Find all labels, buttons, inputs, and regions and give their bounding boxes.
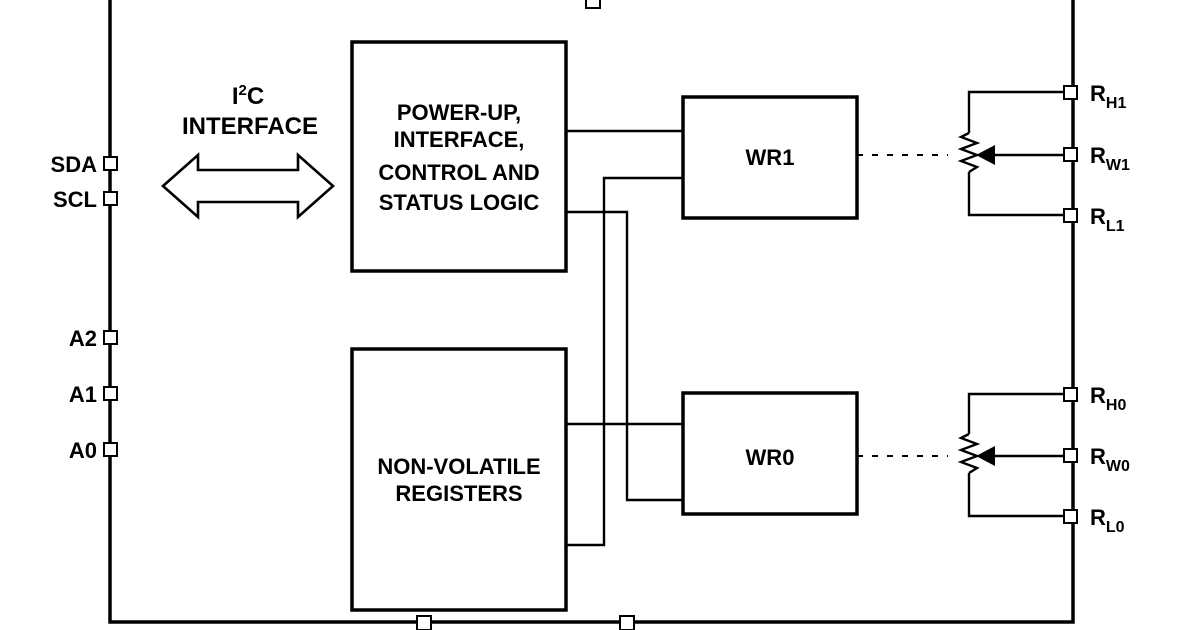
bidirectional-arrow-icon [161, 152, 335, 220]
pin-box [1063, 208, 1078, 223]
pin-box [1063, 448, 1078, 463]
left-pin-scl: SCL [53, 187, 118, 212]
nvram-block-line-2: REGISTERS [395, 481, 522, 506]
potentiometer-1 [957, 90, 1064, 217]
left-pin-a1: A1 [69, 382, 118, 407]
bottom-pin-2 [619, 615, 635, 630]
pin-label-scl: SCL [53, 187, 97, 212]
right-pin-rl1: RL1 [1063, 204, 1125, 235]
pin-box [103, 191, 118, 206]
control-block-line-3: CONTROL AND [378, 160, 539, 185]
right-pin-rw0: RW0 [1063, 444, 1130, 475]
resistor-icon [957, 131, 981, 174]
pin-label-rh0: RH0 [1090, 383, 1126, 414]
pin-label-rw1: RW1 [1090, 143, 1130, 174]
i2c-label: I2C [232, 82, 264, 110]
pot0-rl-wire [967, 473, 1064, 518]
pin-label-rh1: RH1 [1090, 81, 1126, 112]
nonvolatile-registers-block [350, 347, 568, 612]
pin-label-a1: A1 [69, 382, 97, 407]
pin-box [103, 156, 118, 171]
control-block-line-1: POWER-UP, [397, 100, 521, 125]
wiper-arrow-icon [976, 145, 995, 165]
bottom-pin-1 [416, 615, 432, 630]
control-block-line-4: STATUS LOGIC [379, 190, 540, 215]
left-pin-sda: SDA [51, 152, 118, 177]
pin-label-sda: SDA [51, 152, 98, 177]
left-pin-a2: A2 [69, 326, 118, 351]
right-pin-rh1: RH1 [1063, 81, 1126, 112]
wr1-block [681, 95, 859, 220]
control-logic-block [350, 40, 568, 273]
pot1-rh-wire [967, 90, 1064, 133]
right-pin-rw1: RW1 [1063, 143, 1130, 174]
pin-label-a2: A2 [69, 326, 97, 351]
resistor-icon [957, 432, 981, 475]
pin-label-rl1: RL1 [1090, 204, 1125, 235]
pin-label-a0: A0 [69, 438, 97, 463]
left-pin-a0: A0 [69, 438, 118, 463]
potentiometer-0 [957, 392, 1064, 518]
wr0-block [681, 391, 859, 516]
top-pin [585, 0, 601, 9]
wr1-label: WR1 [746, 145, 795, 170]
control-block-line-2: INTERFACE, [394, 127, 525, 152]
nvram-block-line-1: NON-VOLATILE [377, 454, 540, 479]
chip-outline [108, 0, 1075, 624]
pin-box [1063, 509, 1078, 524]
pin-label-rl0: RL0 [1090, 505, 1125, 536]
pin-box [103, 442, 118, 457]
pin-box [1063, 85, 1078, 100]
pin-box [103, 386, 118, 401]
bus-control-to-wr0 [566, 210, 683, 502]
pin-box [1063, 147, 1078, 162]
pot1-rl-wire [967, 172, 1064, 217]
right-pin-rh0: RH0 [1063, 383, 1126, 414]
pin-box [103, 330, 118, 345]
right-pin-rl0: RL0 [1063, 505, 1125, 536]
interface-label: INTERFACE [182, 113, 318, 140]
wiper-arrow-icon [976, 446, 995, 466]
pin-label-rw0: RW0 [1090, 444, 1130, 475]
bus-nvram-to-wr1 [566, 176, 683, 547]
pin-box [1063, 387, 1078, 402]
wr0-label: WR0 [746, 445, 795, 470]
pot0-rh-wire [967, 392, 1064, 434]
